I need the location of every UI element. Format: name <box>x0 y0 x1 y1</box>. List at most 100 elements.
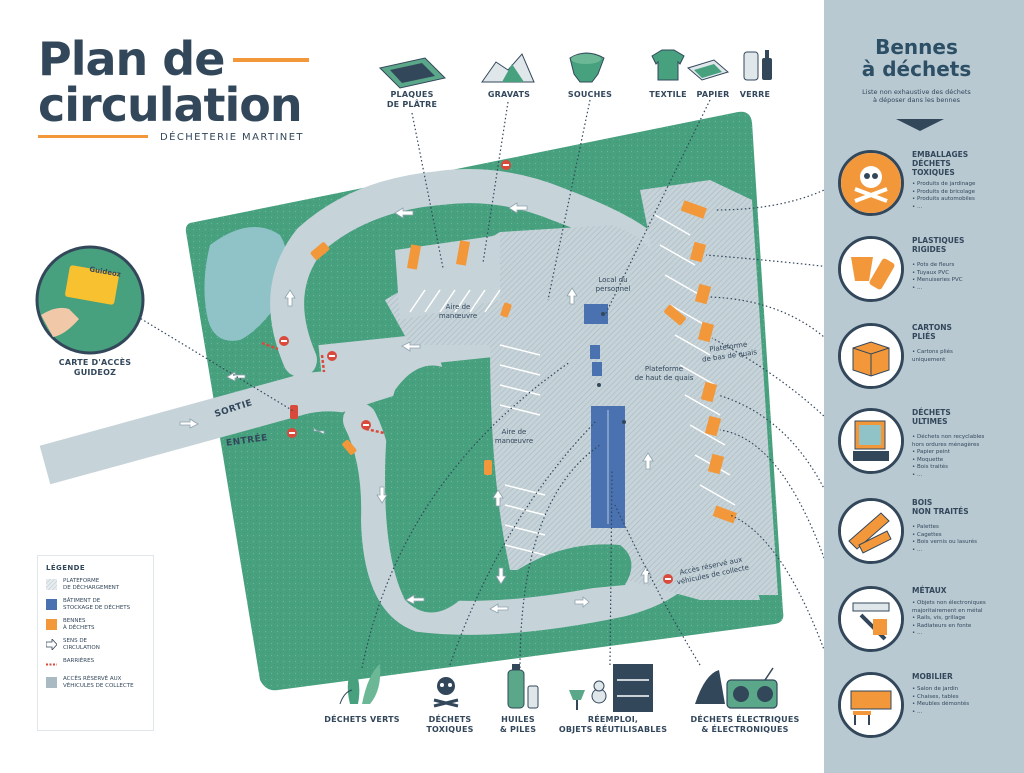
label-local-personnel: Local du personnel <box>595 276 631 293</box>
legend-item-acces: ACCÈS RÉSERVÉ AUX VÉHICULES DE COLLECTE <box>46 676 145 690</box>
label-dechets-verts: DÉCHETS VERTS <box>324 715 400 724</box>
list-item: hors ordures ménagères <box>912 441 980 448</box>
list-item: • ... <box>912 284 923 291</box>
parking-lines-upper <box>409 289 501 313</box>
category-title-ultimes: DÉCHETS ULTIMES <box>912 408 951 426</box>
list-item: • Chaises, tables <box>912 693 959 700</box>
label-plaques: PLAQUES DE PLÂTRE <box>386 90 438 109</box>
list-item: • Moquette <box>912 456 944 463</box>
list-item: • Salon de jardin <box>912 686 959 692</box>
label-verre: VERRE <box>739 90 771 99</box>
pond <box>204 227 288 341</box>
category-list-plastiques: • Pots de fleurs • Tuyaux PVC • Menuiser… <box>912 262 963 292</box>
flowerpot-icon <box>838 236 904 302</box>
list-item: • ... <box>912 630 923 636</box>
barriers <box>261 341 385 435</box>
legend-text-barrieres: BARRIÈRES <box>63 658 95 664</box>
label-gravats: GRAVATS <box>487 90 531 99</box>
rubble-icon <box>481 53 535 83</box>
building-swatch <box>46 599 57 610</box>
legend-item-batiment: BÂTIMENT DE STOCKAGE DE DÉCHETS <box>46 598 145 612</box>
access-road <box>39 340 447 485</box>
containers-panel: Bennes à déchets Liste non exhaustive de… <box>824 0 1024 773</box>
containers-upper <box>406 240 471 270</box>
panel-description: Liste non exhaustive des déchets à dépos… <box>862 88 971 104</box>
containers-quay <box>680 200 738 524</box>
plaster-icon <box>379 57 446 89</box>
category-list-emballages: • Produits de jardinage • Produits de br… <box>912 181 975 211</box>
box-icon <box>838 323 904 389</box>
list-item: • Cartons pliés <box>912 349 953 355</box>
panel-title: Bennes à déchets <box>861 35 972 81</box>
stump-icon <box>569 52 605 83</box>
reuse-icon <box>569 664 653 712</box>
legend-item-bennes: BENNES À DÉCHETS <box>46 618 145 632</box>
upper-road <box>270 169 672 377</box>
legend: LÉGENDE PLATEFORME DE DÉCHARGEMENT BÂTIM… <box>37 555 154 731</box>
paper-icon <box>686 59 730 81</box>
panel-down-arrow-icon <box>896 119 944 131</box>
category-list-bois: • Palettes • Cagettes • Bois vernis ou l… <box>912 524 977 554</box>
legend-text-bennes: BENNES À DÉCHETS <box>63 618 95 631</box>
planks-icon <box>838 498 904 564</box>
green-waste-icon <box>339 664 381 705</box>
access-card-icon <box>35 245 145 355</box>
page-title-line2: circulation <box>38 78 303 132</box>
furniture-icon <box>838 672 904 738</box>
legend-title: LÉGENDE <box>46 564 86 572</box>
category-title-plastiques: PLASTIQUES RIGIDES <box>912 236 965 254</box>
category-list-mobilier: • Salon de jardin • Chaises, tables • Me… <box>912 686 969 716</box>
legend-text-batiment: BÂTIMENT DE STOCKAGE DE DÉCHETS <box>63 598 131 611</box>
lower-road <box>343 403 697 635</box>
label-textile: TEXTILE <box>649 90 687 99</box>
electronics-icon <box>695 667 778 709</box>
list-item: • Papier peint <box>912 449 950 455</box>
list-item: • Menuiseries PVC <box>912 277 963 283</box>
legend-item-barrieres: BARRIÈRES <box>46 658 145 670</box>
battery-icon <box>507 664 539 709</box>
upper-parking <box>395 235 500 320</box>
glass-icon <box>743 50 772 81</box>
page-title-line1: Plan de <box>38 32 225 86</box>
legend-text-sens: SENS DE CIRCULATION <box>63 638 100 651</box>
label-souches: SOUCHES <box>567 90 613 99</box>
metal-icon <box>838 586 904 652</box>
textile-icon <box>651 49 685 81</box>
category-title-cartons: CARTONS PLIÉS <box>912 323 952 341</box>
window-icon <box>838 408 904 474</box>
toxic-icon <box>433 677 459 708</box>
list-item: • ... <box>912 203 923 210</box>
label-reemploi: RÉEMPLOI, OBJETS RÉUTILISABLES <box>558 715 668 734</box>
platform-swatch <box>46 579 57 590</box>
legend-text-acces: ACCÈS RÉSERVÉ AUX VÉHICULES DE COLLECTE <box>63 676 134 689</box>
list-item: • Objets non électroniques <box>912 600 986 606</box>
container-swatch <box>46 619 57 630</box>
collection-access-swatch <box>46 677 57 688</box>
category-list-ultimes: • Déchets non recyclables hors ordures m… <box>912 434 984 479</box>
label-huiles-piles: HUILES & PILES <box>499 715 537 734</box>
label-papier: PAPIER <box>696 90 730 99</box>
exit-barrier-car <box>290 405 298 419</box>
direction-arrows <box>179 202 654 614</box>
list-item: • Déchets non recyclables <box>912 434 985 440</box>
no-entry-signs <box>279 160 673 584</box>
list-item: • Produits automobiles <box>912 196 975 202</box>
title-bar-top <box>233 58 309 62</box>
title-bar-bottom <box>38 135 148 138</box>
vehicles <box>310 242 686 475</box>
category-title-bois: BOIS NON TRAITÉS <box>912 498 969 516</box>
label-aire-manoeuvre-2: Aire de manœuvre <box>494 428 534 445</box>
skull-icon <box>838 150 904 216</box>
category-title-mobilier: MOBILIER <box>912 672 953 681</box>
category-title-emballages: EMBALLAGES DÉCHETS TOXIQUES <box>912 150 969 177</box>
parking-lines-quay <box>654 214 736 506</box>
list-item: • Produits de jardinage <box>912 181 976 187</box>
list-item: uniquement <box>912 356 946 363</box>
list-item: • Meubles démontés <box>912 701 970 707</box>
list-item: • ... <box>912 471 923 478</box>
barrier-swatch <box>46 663 57 666</box>
list-item: • Radiateurs en fonte <box>912 622 972 629</box>
lower-right-green <box>510 544 632 595</box>
legend-item-plateforme: PLATEFORME DE DÉCHARGEMENT <box>46 578 145 592</box>
